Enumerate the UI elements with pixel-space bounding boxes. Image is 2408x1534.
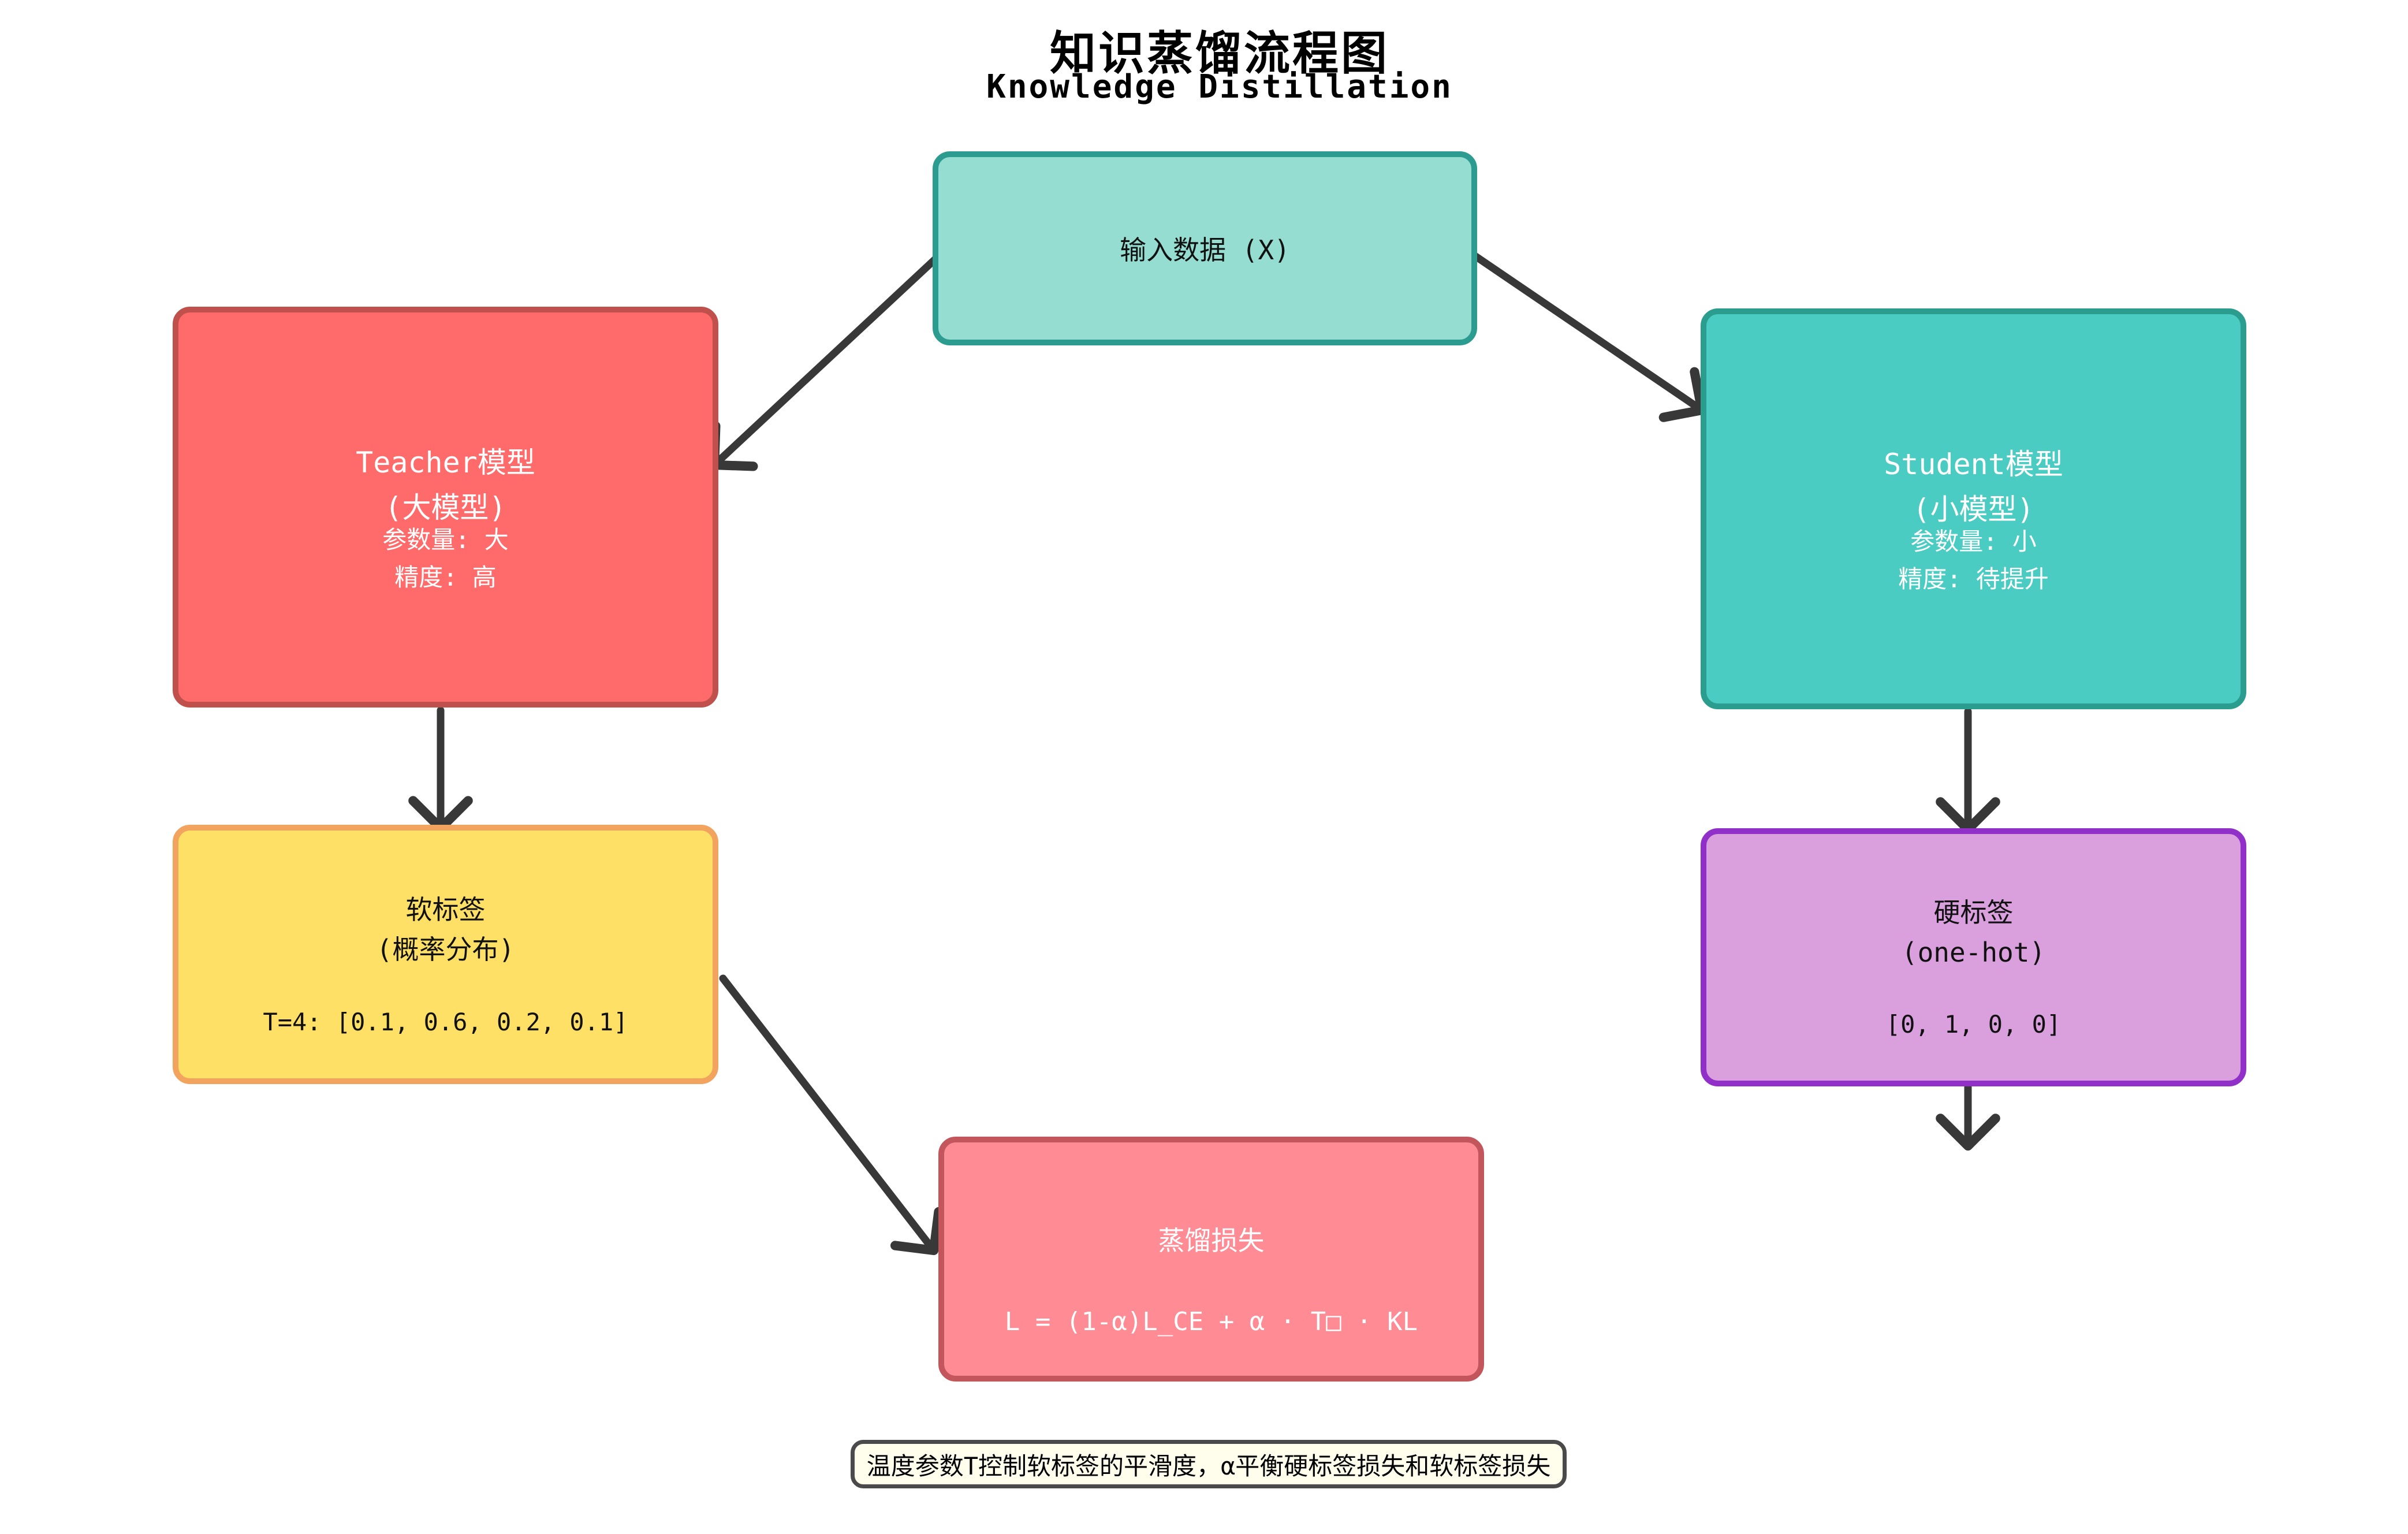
loss-title: 蒸馏损失 [1158, 1225, 1265, 1257]
student-accuracy-label: 精度: 待提升 [1898, 564, 2049, 593]
student-model-node: Student模型 (小模型) 参数量: 小精度: 待提升 [1701, 308, 2246, 709]
distillation-loss-node: 蒸馏损失 L = (1-α)L_CE + α · T□ · KL [938, 1137, 1484, 1382]
soft-label-title-line1: 软标签 [405, 893, 486, 925]
arrow-soft-label-to-loss [719, 974, 944, 1256]
teacher-title-line1: Teacher模型 [356, 446, 535, 480]
footnote-box: 温度参数T控制软标签的平滑度，α平衡硬标签损失和软标签损失 [851, 1440, 1567, 1488]
input-data-label: 输入数据 (X) [1120, 234, 1290, 266]
arrow-input-to-teacher [709, 241, 954, 471]
soft-label-title-line2: (概率分布) [376, 933, 515, 965]
teacher-title: Teacher模型 (大模型) [178, 441, 713, 530]
hard-label-title-line1: 硬标签 [1933, 897, 2014, 929]
diagram-title: 知识蒸馏流程图 [1050, 27, 1389, 80]
teacher-title-line2: (大模型) [385, 490, 506, 524]
teacher-model-node: Teacher模型 (大模型) 参数量: 大精度: 高 [173, 307, 718, 708]
hard-label-title: 硬标签 (one-hot) [1706, 893, 2241, 973]
input-data-node: 输入数据 (X) [933, 151, 1477, 345]
hard-label-value: [0, 1, 0, 0] [1885, 1010, 2062, 1039]
student-title-line2: (小模型) [1913, 492, 2034, 526]
arrow-input-to-student [1460, 244, 1707, 422]
teacher-accuracy-label: 精度: 高 [394, 563, 497, 591]
soft-label-value: T=4: [0.1, 0.6, 0.2, 0.1] [263, 1007, 628, 1036]
student-info: 参数量: 小精度: 待提升 [1706, 523, 2241, 598]
loss-formula: L = (1-α)L_CE + α · T□ · KL [1004, 1306, 1418, 1336]
footnote-text: 温度参数T控制软标签的平滑度，α平衡硬标签损失和软标签损失 [866, 1451, 1551, 1480]
teacher-info: 参数量: 大精度: 高 [178, 521, 713, 596]
soft-label-node: 软标签 (概率分布) T=4: [0.1, 0.6, 0.2, 0.1] [173, 825, 718, 1084]
student-title: Student模型 (小模型) [1706, 442, 2241, 532]
student-params-label: 参数量: 小 [1910, 527, 2037, 556]
teacher-params-label: 参数量: 大 [382, 525, 509, 554]
student-title-line1: Student模型 [1884, 448, 2063, 482]
diagram-subtitle: Knowledge Distillation [986, 68, 1453, 106]
soft-label-title: 软标签 (概率分布) [178, 890, 713, 970]
hard-label-node: 硬标签 (one-hot) [0, 1, 0, 0] [1701, 828, 2246, 1086]
hard-label-title-line2: (one-hot) [1901, 937, 2046, 969]
